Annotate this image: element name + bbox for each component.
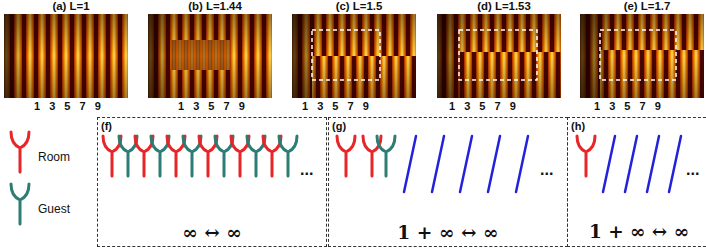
tick-numbers: 1 3 5 7 9 [449,100,516,112]
tick-numbers: 1 3 5 7 9 [34,100,101,112]
image-panel: (d) L=1.53 1 3 5 7 9 [437,0,571,114]
tick-numbers: 1 3 5 7 9 [178,100,245,112]
ellipsis-mark: ... [686,162,699,178]
stripe-image [437,14,561,98]
fork-row [577,136,681,192]
equation-text: 1 + ∞ ↔ ∞ [329,221,567,243]
image-panel: (a) L=1 1 3 5 7 9 [4,0,138,114]
schematic-panel: (h) 1 + ∞ ↔ ∞ [567,117,706,247]
tick-numbers: 1 3 5 7 9 [302,100,369,112]
legend-text: Guest [38,202,70,216]
guest-fork [11,184,29,224]
room-fork [11,132,29,172]
panel-title: (c) L=1.5 [292,0,426,13]
panel-title: (a) L=1 [4,0,138,13]
ellipsis-mark: ... [300,162,313,178]
image-panel: (c) L=1.5 1 3 5 7 9 [292,0,426,114]
panel-label: (g) [332,120,346,132]
panel-title: (b) L=1.44 [148,0,282,13]
stripe-image [580,14,704,98]
panel-label: (h) [571,120,585,132]
image-panel: (b) L=1.44 1 3 5 7 9 [148,0,282,114]
panel-title: (e) L=1.7 [580,0,706,13]
stripe-image [292,14,416,98]
equation-text: 1 + ∞ ↔ ∞ [568,221,706,243]
schematic-panel: (g) 1 + ∞ ↔ ∞ [328,117,568,247]
equation-text: ∞ ↔ ∞ [98,221,326,243]
image-panel: (e) L=1.7 1 3 5 7 9 [580,0,706,114]
panel-label: (f) [101,120,112,132]
ellipsis-mark: ... [540,162,553,178]
fork-row [337,136,528,192]
panel-title: (d) L=1.53 [437,0,571,13]
fork-row [103,136,297,176]
stripe-image [148,14,272,98]
tick-numbers: 1 3 5 7 9 [594,100,661,112]
schematic-panel: (f) ∞ ↔ ∞ [97,117,327,247]
legend-text: Room [38,150,70,164]
stripe-image [4,14,128,98]
